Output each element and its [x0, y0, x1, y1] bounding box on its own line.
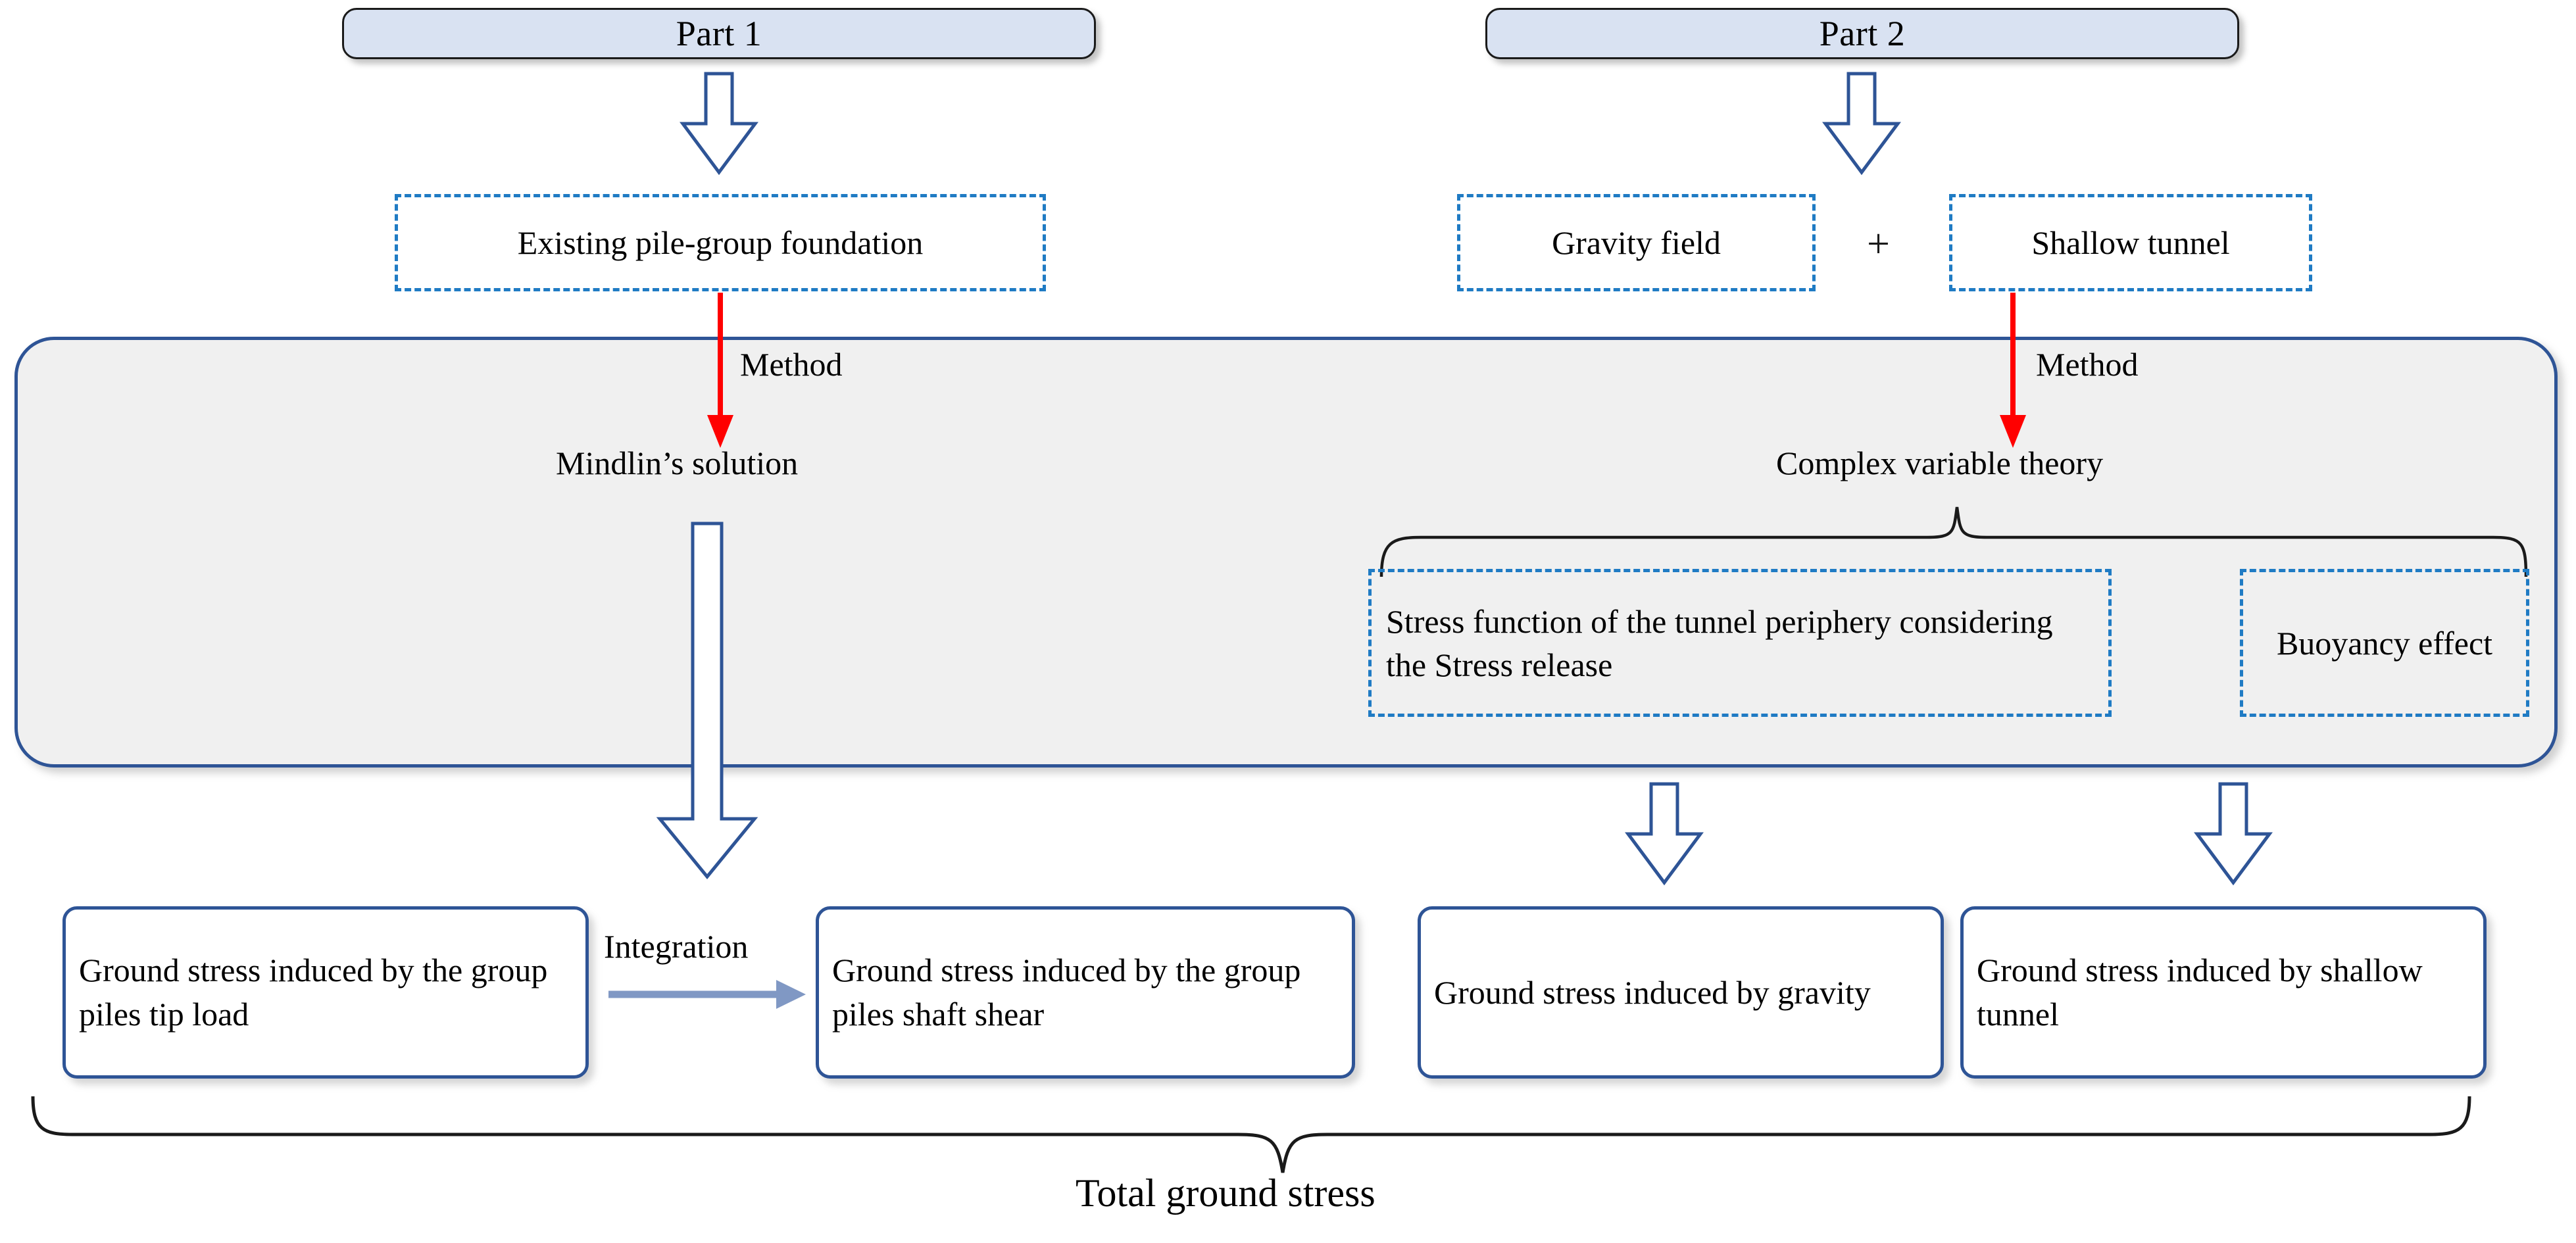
result-label-gravity: Ground stress induced by gravity [1434, 973, 1871, 1011]
method-arrow-left-icon [707, 293, 733, 448]
method-name-complex-variable-text: Complex variable theory [1776, 445, 2104, 481]
total-ground-stress-label: Total ground stress [1076, 1171, 1375, 1216]
method-name-mindlin-text: Mindlin’s solution [556, 445, 799, 481]
result-box-gravity: Ground stress induced by gravity [1418, 906, 1944, 1079]
component-label-stress-function: Stress function of the tunnel periphery … [1386, 602, 2053, 683]
result-box-shaft-shear: Ground stress induced by the group piles… [816, 906, 1355, 1079]
input-label-existing-pile-group-foundation: Existing pile-group foundation [517, 224, 924, 261]
component-box-buoyancy-effect: Buoyancy effect [2240, 569, 2529, 717]
result-box-tip-load: Ground stress induced by the group piles… [62, 906, 589, 1079]
arrow-down-gravity-icon [1625, 782, 1704, 886]
component-label-buoyancy-effect: Buoyancy effect [2276, 624, 2493, 662]
total-ground-stress-text: Total ground stress [1076, 1171, 1375, 1215]
arrow-down-shallow-tunnel-icon [2194, 782, 2273, 886]
input-box-existing-pile-group-foundation: Existing pile-group foundation [395, 194, 1046, 291]
input-box-shallow-tunnel: Shallow tunnel [1949, 194, 2312, 291]
part-2-label: Part 2 [1819, 14, 1906, 53]
integration-label-text: Integration [604, 928, 749, 965]
method-name-mindlin: Mindlin’s solution [556, 444, 798, 482]
arrow-down-part2-icon [1822, 72, 1901, 176]
method-panel [14, 337, 2558, 768]
method-arrow-right-icon [2000, 293, 2026, 448]
result-label-shaft-shear: Ground stress induced by the group piles… [832, 952, 1301, 1033]
arrow-down-mindlin-icon [656, 522, 758, 879]
result-label-shallow-tunnel: Ground stress induced by shallow tunnel [1977, 952, 2423, 1033]
arrow-right-integration-icon [608, 980, 806, 1009]
result-label-tip-load: Ground stress induced by the group piles… [79, 952, 548, 1033]
method-label-left-text: Method [740, 346, 843, 383]
method-label-right-text: Method [2036, 346, 2139, 383]
input-label-shallow-tunnel: Shallow tunnel [2031, 224, 2230, 261]
input-label-gravity-field: Gravity field [1552, 224, 1721, 261]
method-name-complex-variable: Complex variable theory [1776, 444, 2103, 482]
plus-operator: + [1867, 224, 1890, 264]
method-label-right: Method [2036, 345, 2139, 383]
brace-total-ground-stress-icon [31, 1096, 2471, 1173]
integration-label: Integration [604, 927, 748, 965]
part-2-header: Part 2 [1485, 8, 2239, 59]
plus-sign-glyph: + [1867, 222, 1890, 266]
component-box-stress-function: Stress function of the tunnel periphery … [1368, 569, 2112, 717]
brace-method-components-icon [1379, 506, 2528, 577]
part-1-header: Part 1 [342, 8, 1096, 59]
part-1-label: Part 1 [676, 14, 762, 53]
method-label-left: Method [740, 345, 843, 383]
input-box-gravity-field: Gravity field [1457, 194, 1816, 291]
result-box-shallow-tunnel: Ground stress induced by shallow tunnel [1960, 906, 2487, 1079]
arrow-down-part1-icon [680, 72, 758, 176]
